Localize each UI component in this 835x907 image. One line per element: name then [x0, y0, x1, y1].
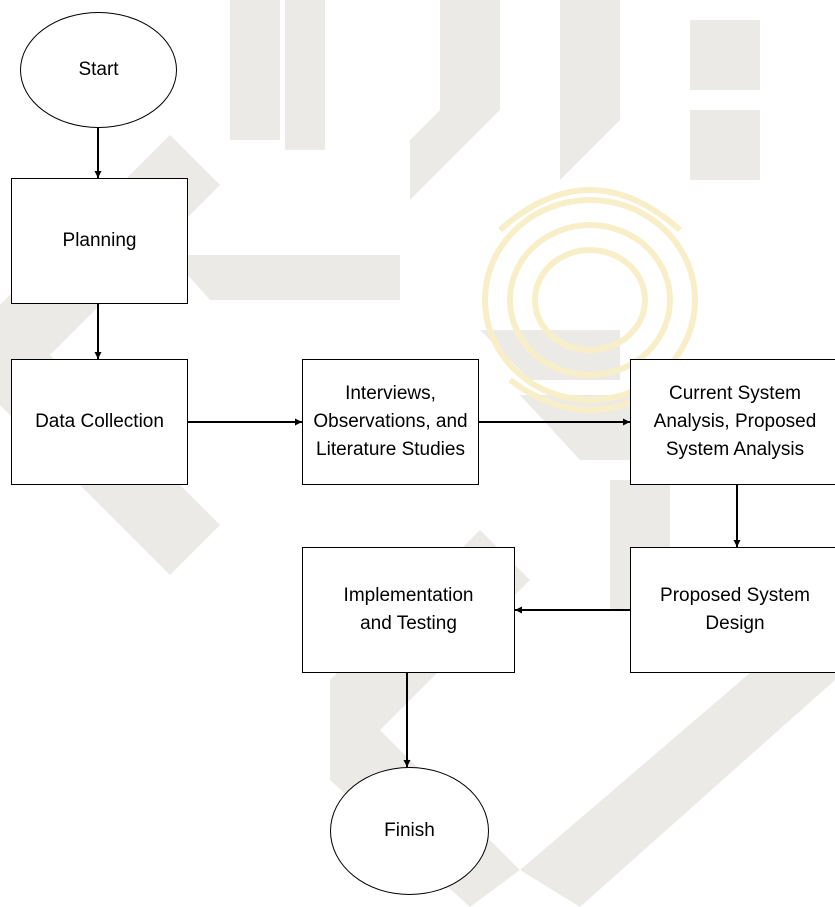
data-collection-node: Data Collection	[11, 359, 188, 485]
proposed-design-node: Proposed System Design	[630, 547, 835, 673]
implementation-node: Implementation and Testing	[302, 547, 515, 673]
interviews-node: Interviews, Observations, and Literature…	[302, 359, 479, 485]
start-node: Start	[20, 12, 177, 128]
finish-node: Finish	[330, 767, 489, 895]
system-analysis-node: Current System Analysis, Proposed System…	[630, 359, 835, 485]
planning-node: Planning	[11, 178, 188, 304]
